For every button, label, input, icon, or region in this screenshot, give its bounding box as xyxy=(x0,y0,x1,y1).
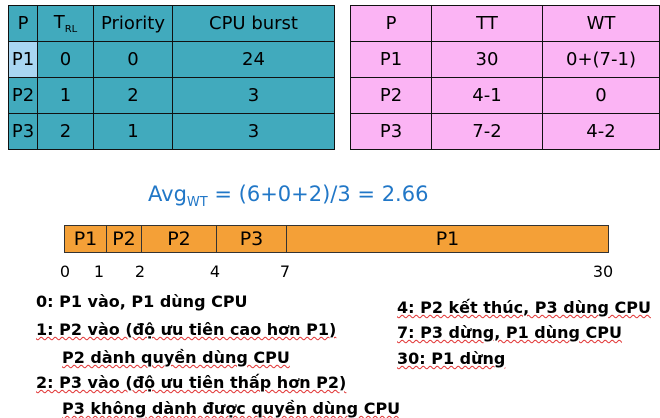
note-right: 4: P2 kết thúc, P3 dùng CPU xyxy=(397,298,651,317)
gantt-segment: P1 xyxy=(286,226,608,252)
header-p: P xyxy=(350,5,432,42)
table-row: P3 2 1 3 xyxy=(8,113,335,150)
note-left: 0: P1 vào, P1 dùng CPU xyxy=(36,292,248,311)
cell: 4-1 xyxy=(431,77,543,114)
table-row: P3 7-2 4-2 xyxy=(350,113,660,150)
note-left: 2: P3 vào (độ ưu tiên thấp hơn P2) xyxy=(36,373,347,392)
gantt-segment: P1 xyxy=(73,228,98,250)
cell: 3 xyxy=(172,77,335,114)
header-cpu-burst: CPU burst xyxy=(172,5,335,42)
note-right: 30: P1 dừng xyxy=(397,349,506,368)
note-right: 7: P3 dừng, P1 dùng CPU xyxy=(397,323,623,342)
cell: P2 xyxy=(8,77,38,114)
cell: 1 xyxy=(93,113,173,150)
header-trl: TRL xyxy=(37,5,94,42)
gantt-tick: 4 xyxy=(209,262,221,281)
table-row: P2 4-1 0 xyxy=(350,77,660,114)
gantt-tick: 0 xyxy=(59,262,71,281)
cell: 4-2 xyxy=(542,113,660,150)
gantt-tick: 1 xyxy=(93,262,105,281)
header-wt: WT xyxy=(542,5,660,42)
note-left: P2 dành quyền dùng CPU xyxy=(62,348,290,367)
process-table: P TRL Priority CPU burst P1 0 0 24 P2 1 … xyxy=(8,5,335,150)
cell: 7-2 xyxy=(431,113,543,150)
cell: 0 xyxy=(37,41,94,78)
average-waiting-time: AvgWT = (6+0+2)/3 = 2.66 xyxy=(148,182,429,210)
cell: P3 xyxy=(350,113,432,150)
cell: P3 xyxy=(8,113,38,150)
table-row: P1 0 0 24 xyxy=(8,41,335,78)
cell: P1 xyxy=(8,41,38,78)
gantt-tick: 30 xyxy=(592,262,614,281)
cell: 0 xyxy=(542,77,660,114)
cell: 0+(7-1) xyxy=(542,41,660,78)
gantt-segment: P3 xyxy=(216,226,286,252)
cell: 24 xyxy=(172,41,335,78)
result-table: P TT WT P1 30 0+(7-1) P2 4-1 0 P3 7-2 4-… xyxy=(350,5,660,150)
cell: 0 xyxy=(93,41,173,78)
gantt-tick: 7 xyxy=(279,262,291,281)
cell: P2 xyxy=(350,77,432,114)
cell: 30 xyxy=(431,41,543,78)
cell: P1 xyxy=(350,41,432,78)
cell: 2 xyxy=(93,77,173,114)
gantt-segment: P2 xyxy=(141,226,216,252)
gantt-chart: P1 P2 P2 P3 P1 xyxy=(64,225,609,253)
cell: 1 xyxy=(37,77,94,114)
table-row: P2 1 2 3 xyxy=(8,77,335,114)
gantt-tick: 2 xyxy=(134,262,146,281)
header-p: P xyxy=(8,5,38,42)
gantt-segment: P2 xyxy=(106,226,141,252)
cell: 2 xyxy=(37,113,94,150)
note-left: 1: P2 vào (độ ưu tiên cao hơn P1) xyxy=(36,320,337,339)
cell: 3 xyxy=(172,113,335,150)
header-priority: Priority xyxy=(93,5,173,42)
table-row: P1 30 0+(7-1) xyxy=(350,41,660,78)
header-tt: TT xyxy=(431,5,543,42)
